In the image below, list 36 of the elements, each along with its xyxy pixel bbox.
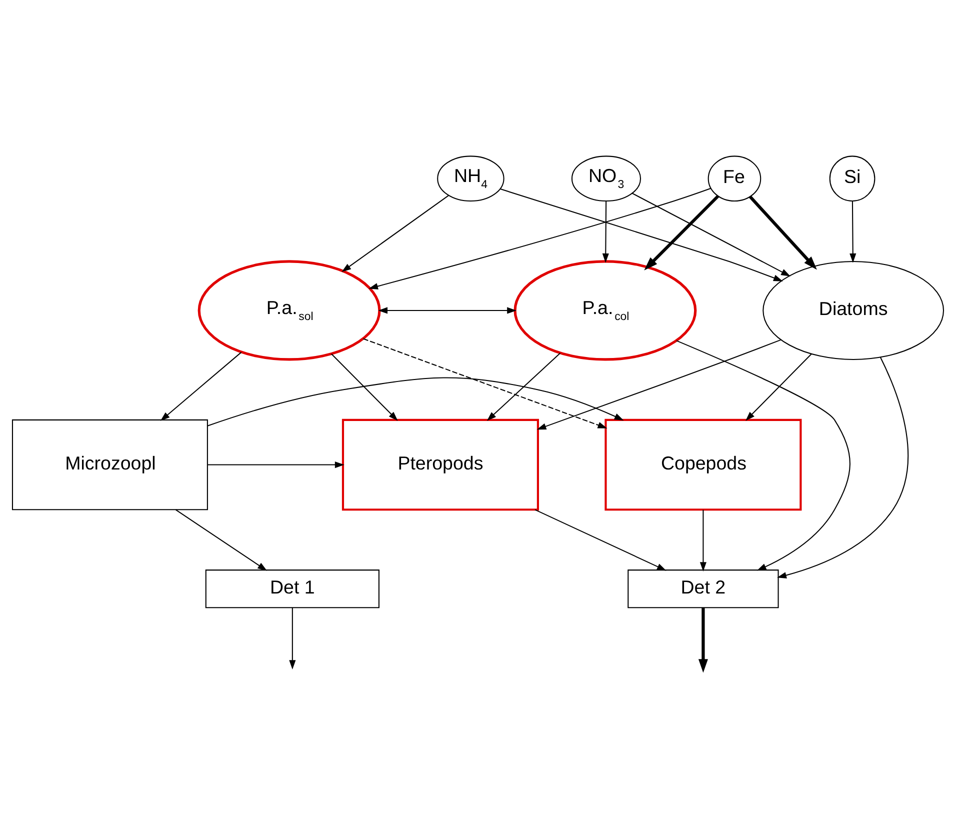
arrow (676, 340, 850, 570)
arrow (850, 200, 856, 262)
node-box: Det 2 (628, 569, 779, 608)
arrow (486, 352, 561, 420)
arrow (602, 200, 609, 262)
node-ellipse: Fe (708, 155, 762, 202)
arrow (378, 306, 516, 314)
node-box: Copepods (604, 418, 802, 510)
arrow (748, 195, 817, 270)
arrow (331, 353, 398, 420)
node-ellipse: NH$_{4}$ (437, 155, 504, 202)
node-ellipse: P.a.$_{sol}$ (198, 260, 381, 360)
arrow (207, 376, 624, 426)
arrow (534, 508, 666, 570)
arrow (160, 351, 242, 420)
arrow (644, 194, 720, 270)
arrow (777, 356, 909, 578)
arrow (536, 338, 782, 430)
node-box: Microzoopl (12, 418, 208, 510)
arrow (208, 460, 344, 468)
arrow (363, 338, 608, 428)
arrow (698, 607, 708, 672)
arrow (289, 607, 296, 670)
node-box: Det 1 (205, 569, 380, 608)
arrow (632, 192, 790, 276)
node-ellipse: NO$_{3}$ (571, 155, 642, 202)
arrow (176, 508, 268, 570)
arrow (342, 194, 449, 272)
node-ellipse: Diatoms (762, 260, 944, 360)
node-circle: Si (829, 155, 876, 202)
node-box: Pteropods (342, 418, 539, 510)
arrow (500, 188, 783, 281)
arrow (700, 509, 706, 572)
arrow (368, 187, 711, 289)
arrow (746, 353, 812, 420)
node-ellipse: P.a.$_{col}$ (514, 260, 697, 360)
